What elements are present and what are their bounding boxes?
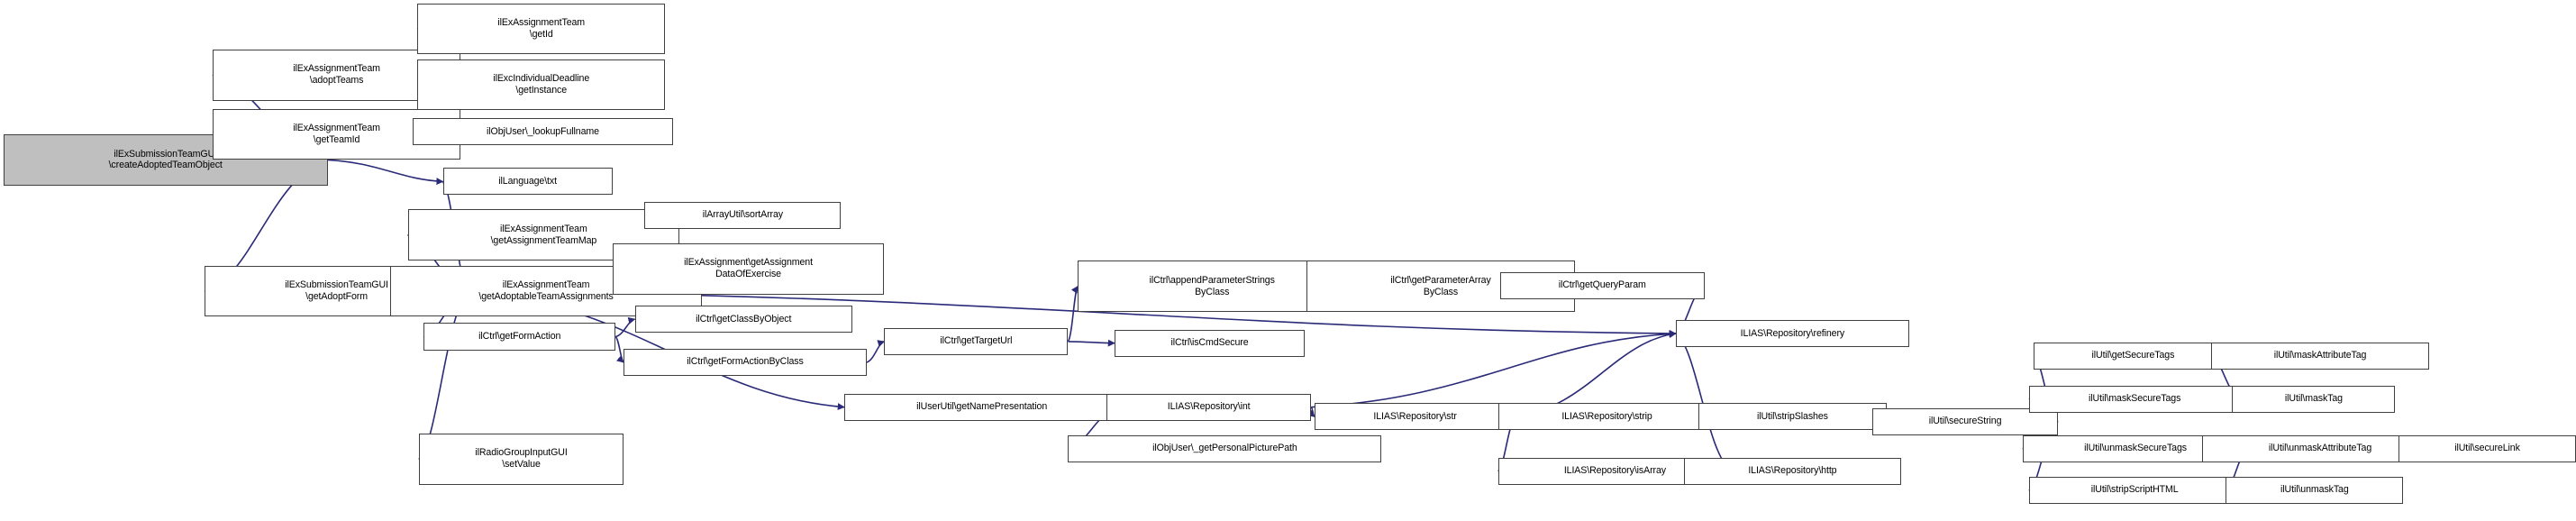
graph-node[interactable]: ILIAS\Repository\strip	[1497, 403, 1716, 431]
graph-node[interactable]: ilExcIndividualDeadline \getInstance	[417, 59, 666, 111]
graph-node[interactable]: ilCtrl\getParameterArray ByClass	[1306, 260, 1576, 313]
graph-node[interactable]: ILIAS\Repository\http	[1683, 457, 1902, 485]
graph-node[interactable]: ilCtrl\getClassByObject	[634, 305, 852, 334]
graph-node[interactable]: ILIAS\Repository\int	[1106, 393, 1312, 421]
graph-edge	[614, 335, 624, 363]
graph-node[interactable]: ilUtil\stripSlashes	[1698, 403, 1888, 431]
graph-node[interactable]: ilCtrl\getQueryParam	[1499, 271, 1705, 299]
graph-edge	[614, 316, 636, 338]
graph-node[interactable]: ilUtil\stripScriptHTML	[2029, 476, 2241, 504]
graph-node[interactable]: ilCtrl\getFormActionByClass	[624, 348, 867, 377]
graph-node[interactable]: ilExAssignment\getAssignment DataOfExerc…	[612, 242, 885, 295]
graph-node[interactable]: ilUtil\unmaskTag	[2226, 476, 2404, 504]
graph-node[interactable]: ilObjUser\_lookupFullname	[412, 118, 674, 146]
graph-edge	[1068, 339, 1115, 347]
graph-node[interactable]: ilUtil\getSecureTags	[2034, 342, 2233, 370]
graph-node[interactable]: ilArrayUtil\sortArray	[644, 201, 842, 229]
graph-node[interactable]: ilUtil\maskAttributeTag	[2211, 342, 2429, 370]
graph-node[interactable]: ilCtrl\getTargetUrl	[884, 327, 1069, 355]
graph-node[interactable]: ilUserUtil\getNamePresentation	[844, 393, 1120, 421]
graph-node[interactable]: ilExAssignmentTeam \getId	[417, 3, 666, 55]
graph-edge	[866, 340, 886, 363]
graph-node[interactable]: ilExSubmissionTeamGUI \createAdoptedTeam…	[3, 134, 328, 186]
graph-node[interactable]: ilUtil\secureLink	[2399, 434, 2576, 462]
graph-edge	[1311, 330, 1677, 408]
graph-node[interactable]: ilLanguage\txt	[442, 168, 613, 196]
graph-node[interactable]: ilCtrl\isCmdSecure	[1114, 329, 1306, 357]
graph-node[interactable]: ilUtil\maskSecureTags	[2029, 385, 2241, 413]
graph-edge	[1067, 285, 1079, 343]
graph-node[interactable]: ilCtrl\getFormAction	[423, 323, 616, 351]
graph-node[interactable]: ilUtil\secureString	[1872, 407, 2058, 435]
graph-edge	[327, 159, 444, 186]
graph-node[interactable]: ILIAS\Repository\str	[1314, 403, 1516, 431]
graph-node[interactable]: ilRadioGroupInputGUI \setValue	[418, 433, 624, 485]
graph-node[interactable]: ILIAS\Repository\refinery	[1675, 319, 1909, 348]
graph-node[interactable]: ilObjUser\_getPersonalPicturePath	[1068, 434, 1382, 462]
graph-node[interactable]: ilUtil\maskTag	[2232, 385, 2396, 413]
graph-node[interactable]: ilCtrl\appendParameterStrings ByClass	[1078, 260, 1347, 313]
